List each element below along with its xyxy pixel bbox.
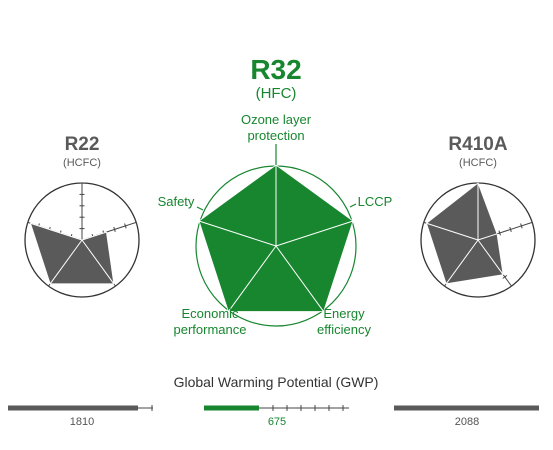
radar-label-connector [349, 203, 357, 208]
radar-axis-tick [442, 284, 447, 288]
radar-spoke [477, 239, 504, 275]
gwp-bar-chart [8, 405, 539, 411]
axis-label-economic-line2: performance [174, 322, 247, 337]
radar-data-polygon [426, 182, 504, 285]
gwp-bar-r22 [8, 405, 138, 411]
gwp-value-r410a: 2088 [455, 416, 479, 428]
radar-spoke [275, 220, 354, 247]
radar-axis-tick [26, 219, 30, 225]
radar-spoke [81, 239, 115, 285]
radar-axis-tick [498, 230, 501, 236]
radar-spoke [477, 233, 498, 241]
r410a-subtitle: (HCFC) [459, 157, 497, 169]
radar-axis-tick [422, 219, 426, 225]
r410a-title: R410A [448, 134, 507, 155]
r32-radar-chart [195, 144, 357, 327]
radar-axis-tick [134, 219, 138, 225]
radar-axis-tick [520, 223, 523, 229]
r22-title: R22 [65, 134, 100, 155]
r22-radar-chart [24, 182, 140, 298]
radar-spoke [81, 231, 107, 241]
radar-spoke [445, 239, 479, 285]
radar-label-connector [226, 289, 233, 296]
radar-axis-tick [113, 284, 118, 288]
axis-label-ozone-line2: protection [247, 128, 304, 143]
axis-label-economic-line1: Economic [181, 306, 239, 321]
gwp-bar-r32 [204, 405, 259, 411]
radar-spoke [49, 239, 83, 285]
axis-label-ozone-line1: Ozone layer [241, 112, 312, 127]
radar-label-connector [196, 206, 204, 211]
r22-subtitle: (HCFC) [63, 157, 101, 169]
gwp-value-r22: 1810 [70, 416, 94, 428]
radar-spoke [198, 220, 277, 247]
radar-label-connector [319, 289, 327, 296]
radar-axis-tick [530, 219, 534, 225]
radar-spoke [275, 245, 325, 312]
radar-spoke [227, 245, 277, 312]
gwp-title: Global Warming Potential (GWP) [174, 374, 379, 390]
gwp-bar-r410a [394, 405, 539, 411]
radar-axis-tick [502, 275, 508, 279]
axis-label-safety: Safety [158, 194, 195, 209]
axis-label-lccp: LCCP [358, 194, 393, 209]
r32-title: R32 [250, 54, 301, 85]
radar-axis-tick [509, 226, 512, 232]
radar-axis-tick [113, 226, 116, 232]
r32-subtitle: (HFC) [256, 85, 297, 102]
axis-label-energy-line1: Energy [323, 306, 365, 321]
axis-label-energy-line2: efficiency [317, 322, 371, 337]
radar-spoke [426, 222, 479, 241]
radar-axis-tick [124, 223, 127, 229]
gwp-value-r32: 675 [268, 416, 286, 428]
radar-axis-tick [46, 284, 51, 288]
radar-spoke [30, 222, 83, 241]
r410a-radar-chart [420, 182, 536, 298]
r32-axis-labels: Ozone layer protection LCCP Energy effic… [158, 112, 393, 337]
radar-axis-tick [509, 284, 514, 288]
